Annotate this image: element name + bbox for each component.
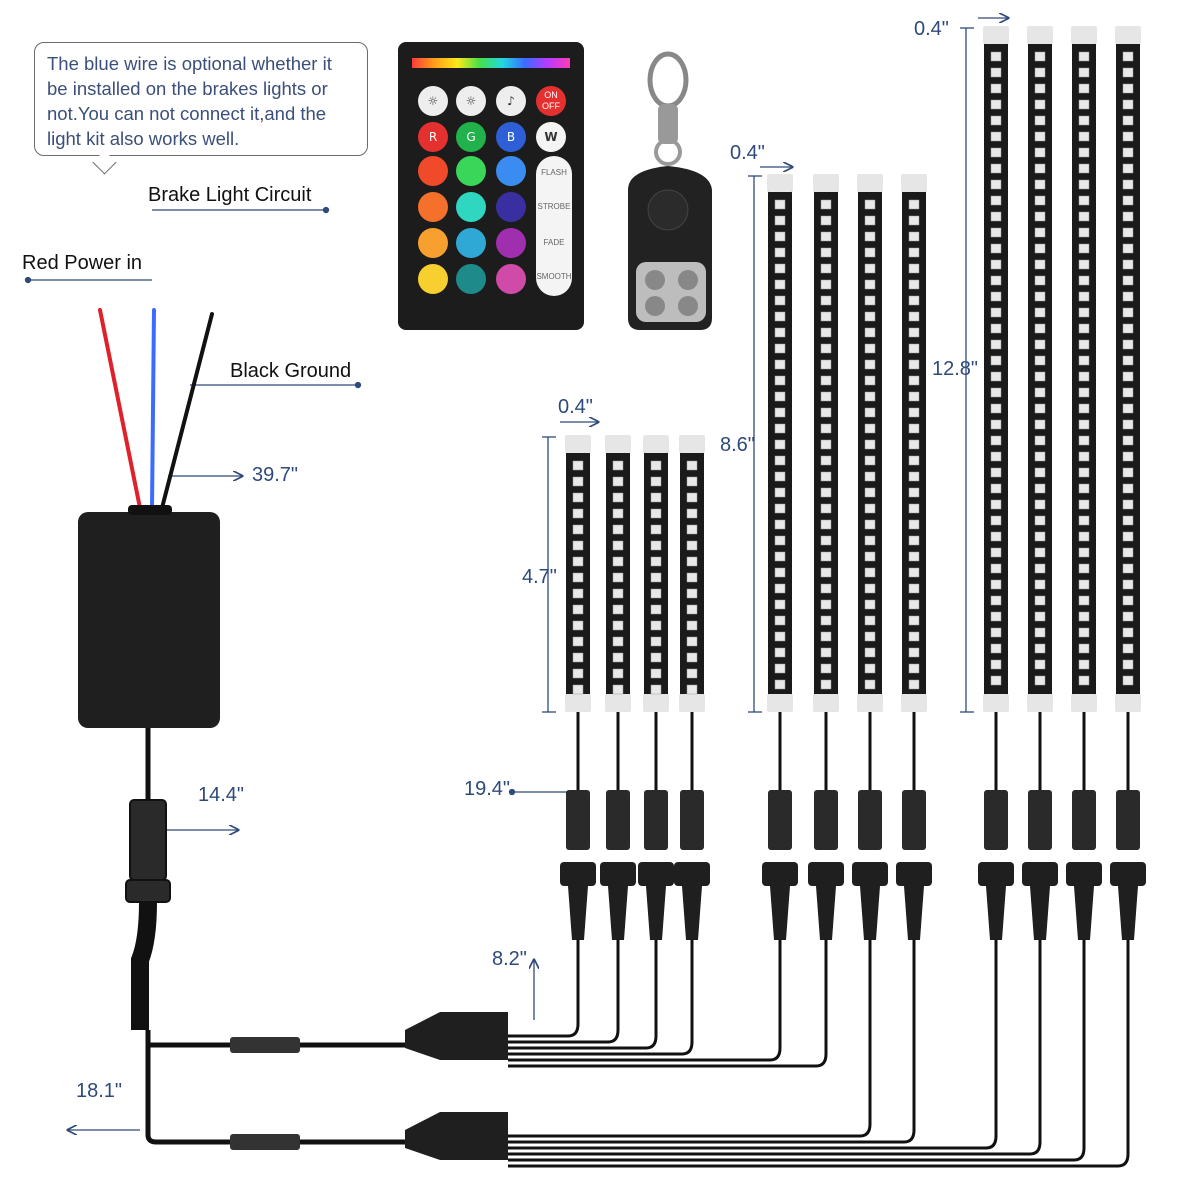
main-wire-length: 39.7" — [252, 464, 299, 486]
smooth-label: SMOOTH — [536, 272, 572, 281]
on-label: ON — [544, 90, 558, 100]
green-button: G — [456, 122, 486, 152]
color-button — [418, 228, 448, 258]
key-fob — [628, 51, 712, 330]
off-label: OFF — [542, 101, 560, 111]
power-button: ON OFF — [536, 86, 566, 116]
led-strip-long — [1022, 26, 1058, 940]
branch-wire — [508, 940, 1086, 1162]
short-strip-width: 0.4" — [558, 396, 593, 418]
ir-remote: ☼ ☼ ♪ ON OFF R G B W FLASH STROBE FADE S… — [398, 42, 584, 330]
fade-label: FADE — [543, 238, 565, 247]
led-strip-long — [1066, 26, 1102, 940]
color-button — [456, 156, 486, 186]
led-strip-mid — [896, 174, 932, 940]
length-brackets — [542, 18, 1008, 713]
color-button — [418, 192, 448, 222]
inline-connectors — [230, 1037, 405, 1150]
led-strip-short — [560, 435, 596, 940]
color-bar — [412, 58, 570, 68]
led-strip-mid — [852, 174, 888, 940]
note-line: light kit also works well. — [47, 128, 240, 149]
brake-light-label: Brake Light Circuit — [148, 184, 312, 206]
mid-strip-length: 8.6" — [720, 434, 755, 456]
color-button — [496, 192, 526, 222]
color-button — [418, 156, 448, 186]
mid-strip-width: 0.4" — [730, 142, 765, 164]
led-strip-long — [978, 26, 1014, 940]
controller-box — [78, 512, 220, 728]
input-wires — [98, 308, 214, 510]
branch-wire — [508, 940, 694, 1056]
led-strip-short — [638, 435, 674, 940]
red-power-label: Red Power in — [22, 252, 143, 274]
branch-wires — [508, 940, 1130, 1168]
branch-wire — [508, 940, 580, 1038]
color-button — [456, 192, 486, 222]
strobe-label: STROBE — [537, 202, 571, 211]
blue-wire — [150, 308, 156, 510]
branch-wire — [508, 940, 998, 1150]
black-ground-label: Black Ground — [230, 360, 352, 382]
splitter-length: 8.2" — [492, 948, 527, 970]
note-line: be installed on the brakes lights or — [47, 78, 328, 99]
label-leaders — [24, 206, 572, 1131]
led-strip-mid — [762, 174, 798, 940]
harness-length: 18.1" — [76, 1080, 123, 1102]
led-strip-short — [600, 435, 636, 940]
mode-pill: FLASH STROBE FADE SMOOTH — [536, 156, 572, 296]
main-cable — [125, 728, 230, 1145]
branch-wire — [508, 940, 782, 1062]
branch-wire — [508, 940, 1042, 1156]
color-button — [496, 228, 526, 258]
blue-button: B — [496, 122, 526, 152]
red-button: R — [418, 122, 448, 152]
short-strip-length: 4.7" — [522, 566, 557, 588]
black-wire — [160, 312, 214, 510]
led-strip-mid — [808, 174, 844, 940]
red-wire — [98, 308, 142, 510]
brightness-down-icon: ☼ — [456, 86, 486, 116]
led-strips — [560, 26, 1146, 940]
color-button — [496, 156, 526, 186]
color-button — [456, 228, 486, 258]
color-button — [456, 264, 486, 294]
branch-wire — [508, 940, 916, 1144]
note-line: not.You can not connect it,and the — [47, 103, 327, 124]
color-button — [418, 264, 448, 294]
branch-wire — [508, 940, 1130, 1168]
splitter-hub-bottom — [405, 1112, 508, 1160]
long-strip-width: 0.4" — [914, 18, 949, 40]
flash-label: FLASH — [541, 168, 567, 177]
note-line: The blue wire is optional whether it — [47, 53, 332, 74]
white-button: W — [536, 122, 566, 152]
long-strip-length: 12.8" — [932, 358, 979, 380]
branch-wire — [508, 940, 620, 1044]
strip-lead-length: 19.4" — [464, 778, 511, 800]
music-icon: ♪ — [496, 86, 526, 116]
branch-wire — [508, 940, 658, 1050]
led-strip-long — [1110, 26, 1146, 940]
color-button — [496, 264, 526, 294]
optional-wire-note: The blue wire is optional whether it be … — [34, 42, 368, 156]
brightness-up-icon: ☼ — [418, 86, 448, 116]
splitter-hub-top — [405, 1012, 508, 1060]
branch-wire — [508, 940, 872, 1138]
box-cable-length: 14.4" — [198, 784, 245, 806]
branch-wire — [508, 940, 828, 1068]
led-strip-short — [674, 435, 710, 940]
